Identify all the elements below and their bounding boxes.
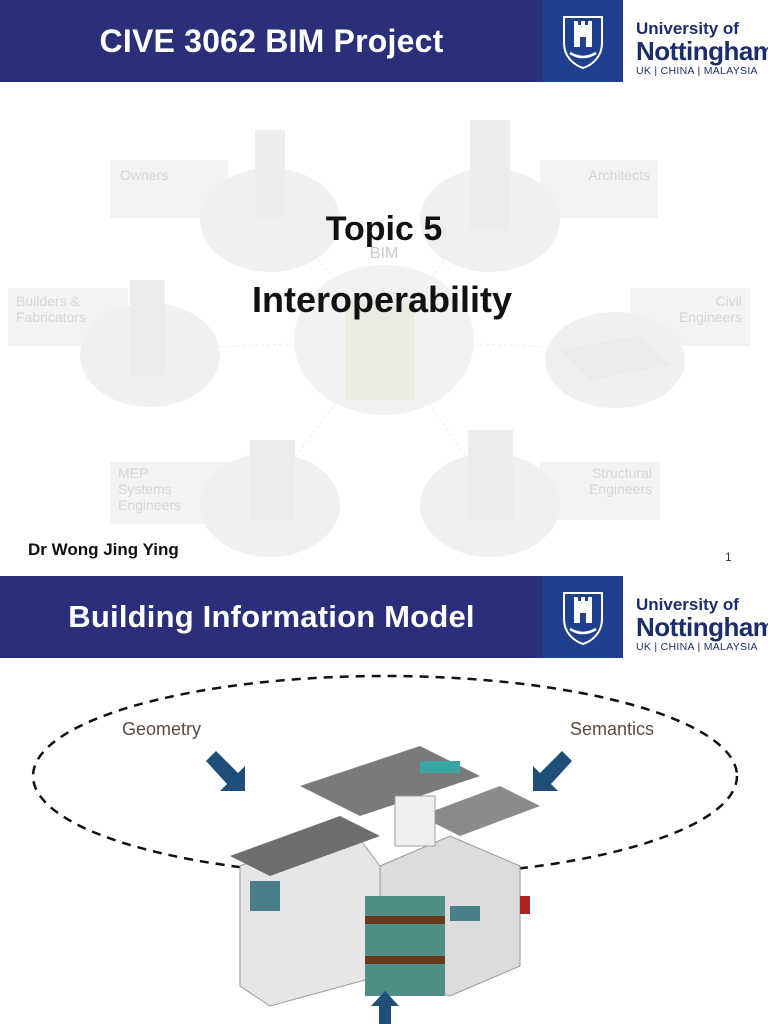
center-building-shape [345,300,415,400]
architects-building [470,120,510,230]
geometry-label: Geometry [122,719,202,739]
bim-model-diagram [31,674,739,1024]
architects-label: Architects [589,167,650,183]
civil-label-line2: Engineers [679,309,742,325]
owners-building [255,130,285,220]
topic-name: Interoperability [251,279,513,320]
arrow-geometry [206,751,245,791]
university-logo-text: University of Nottingham UK | CHINA | MA… [636,595,768,654]
university-crest [543,576,623,658]
mep-label-line3: Engineers [118,497,181,513]
arrow-up [371,991,399,1024]
logo-line-university-of: University of [636,595,739,614]
structural-building [468,430,513,520]
header-bar: CIVE 3062 BIM Project [0,0,543,82]
logo-line-campuses: UK | CHINA | MALAYSIA [636,65,758,77]
arrow-semantics [533,751,572,791]
author-name: Dr Wong Jing Ying [28,540,179,559]
page-number: 1 [725,550,732,564]
builders-building [130,280,165,375]
header-bar: Building Information Model [0,576,543,658]
structural-label-box [540,462,660,520]
slide-title: CIVE 3062 BIM Project [99,22,444,59]
architects-label-box [540,160,658,218]
civil-label-line1: Civil [716,293,742,309]
bim-stakeholder-diagram: BIM Owners Architects Builders & Fabrica… [8,120,750,557]
mep-label-line2: Systems [118,481,172,497]
title-slide: CIVE 3062 BIM Project University of Nott… [0,0,768,564]
slide-title: Building Information Model [68,599,475,634]
semantics-label: Semantics [570,719,655,739]
logo-line-nottingham: Nottingham [636,612,768,642]
building-model-image [230,746,540,1007]
university-crest [543,0,623,82]
owners-label: Owners [120,167,168,183]
university-logo-text: University of Nottingham UK | CHINA | MA… [636,19,768,78]
mep-building [250,440,295,520]
bim-slide: Building Information Model University of… [0,576,768,1024]
structural-label-line2: Engineers [589,481,652,497]
center-bim-label: BIM [370,245,398,262]
builders-label-line1: Builders & [16,293,80,309]
crest-icon [563,592,603,645]
structural-label-line1: Structural [592,465,652,481]
logo-line-campuses: UK | CHINA | MALAYSIA [636,641,758,653]
topic-number: Topic 5 [325,210,443,248]
mep-label-line1: MEP [118,465,148,481]
civil-site-shape [560,335,670,380]
logo-line-university-of: University of [636,19,739,38]
builders-label-line2: Fabricators [16,309,86,325]
dashed-ellipse [31,674,739,878]
crest-icon [563,16,603,69]
logo-line-nottingham: Nottingham [636,36,768,66]
